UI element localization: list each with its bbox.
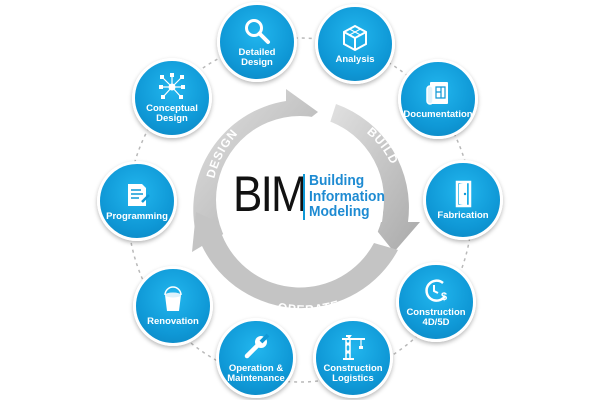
node-fabrication[interactable]: Fabrication — [423, 160, 503, 240]
clock-dollar-icon: $ — [421, 276, 451, 306]
node-label: Fabrication — [437, 210, 489, 221]
node-analysis[interactable]: Analysis — [315, 4, 395, 84]
node-construction-logistics[interactable]: Construction Logistics — [313, 318, 393, 398]
paint-bucket-icon — [158, 285, 188, 315]
node-programming[interactable]: Programming — [97, 161, 177, 241]
node-label: Documentation — [403, 109, 473, 120]
node-conceptual-design[interactable]: Conceptual Design — [132, 58, 212, 138]
node-label: Analysis — [335, 54, 375, 65]
node-operation-maintenance[interactable]: Operation & Maintenance — [216, 318, 296, 398]
cube-icon — [340, 23, 370, 53]
node-label: Construction Logistics — [323, 363, 383, 384]
bim-divider — [303, 174, 305, 220]
center-disc — [216, 116, 384, 284]
node-construction-4d5d[interactable]: $ Construction 4D/5D — [396, 262, 476, 342]
svg-text:$: $ — [441, 291, 447, 303]
node-label: Renovation — [147, 316, 199, 327]
bim-line-building: Building — [309, 172, 365, 189]
node-label: Conceptual Design — [146, 103, 198, 124]
magnifier-icon — [242, 16, 272, 46]
bim-acronym: BIM — [233, 166, 308, 222]
node-label: Detailed Design — [238, 47, 276, 68]
node-detailed-design[interactable]: Detailed Design — [217, 2, 297, 82]
bim-expansion: Building Information Modeling — [309, 173, 385, 220]
operate-label: OPERATE — [277, 297, 342, 316]
node-label: Programming — [106, 211, 168, 222]
bim-line-modeling: Modeling — [309, 203, 370, 220]
bim-logo: BIM Building Information Modeling — [233, 166, 385, 226]
network-icon — [157, 72, 187, 102]
wrench-icon — [241, 332, 271, 362]
node-label: Operation & Maintenance — [227, 363, 285, 384]
node-label: Construction 4D/5D — [406, 307, 466, 328]
crane-icon — [338, 332, 368, 362]
document-pen-icon — [122, 180, 152, 210]
door-icon — [448, 179, 478, 209]
operate-segment — [192, 212, 398, 309]
node-renovation[interactable]: Renovation — [133, 266, 213, 346]
node-documentation[interactable]: Documentation — [398, 59, 478, 139]
bim-line-information: Information — [309, 187, 385, 205]
blueprint-icon — [423, 78, 453, 108]
